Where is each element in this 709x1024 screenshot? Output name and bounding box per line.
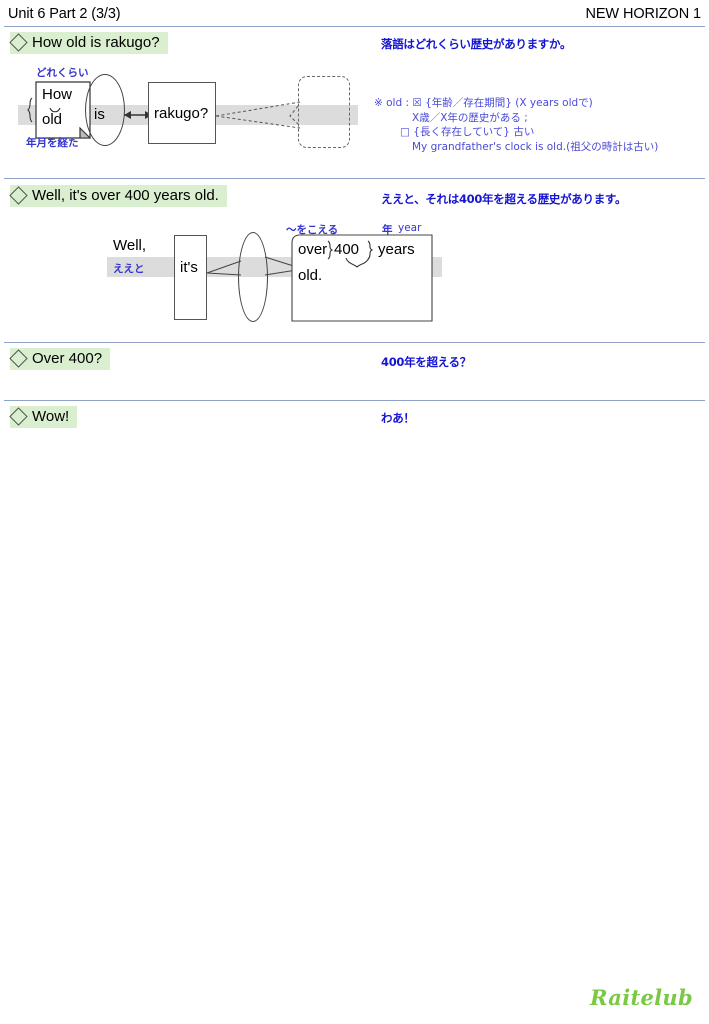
- verb-ellipse-1: [85, 74, 125, 146]
- section-heading-1: How old is rakugo?: [9, 32, 168, 54]
- diamond-icon: [9, 407, 28, 426]
- grammar-note-old: ※ old : ☒ {年齢／存在期間} (X years oldで) X歳／X年…: [374, 96, 658, 154]
- opener-well: Well,: [113, 237, 147, 254]
- connector-lines-left: [206, 260, 242, 276]
- predicate-old: old.: [298, 267, 323, 284]
- section-english-4: Wow!: [32, 408, 70, 425]
- subject-box-rakugo: [148, 82, 216, 144]
- how-old-callout-shape: [27, 81, 92, 139]
- subject-rakugo: rakugo?: [154, 105, 209, 122]
- predicate-over: over: [298, 241, 328, 258]
- predicate-400: 400: [334, 241, 360, 258]
- label-years-jp: 年: [382, 224, 393, 236]
- verb-box-its: [174, 235, 207, 320]
- section-japanese-3: 400年を超える？: [381, 355, 471, 369]
- predicate-box-shape: [291, 234, 433, 322]
- dashed-connector-lines: [215, 101, 301, 129]
- header-divider: [4, 26, 705, 27]
- brace-icon-years-under: [345, 257, 370, 268]
- verb-its: it's: [180, 259, 198, 276]
- site-logo: Raitelub: [590, 985, 693, 1010]
- callout-word-how: How: [42, 86, 73, 103]
- label-nengetsu: 年月を経た: [26, 137, 79, 149]
- sentence-diagram-1: How old どれくらい 年月を経た is rakugo?: [0, 60, 370, 165]
- section-heading-2: Well, it's over 400 years old.: [9, 185, 227, 207]
- callout-word-old: old: [42, 111, 63, 128]
- section-divider-3: [4, 342, 705, 343]
- section-japanese-4: わあ！: [381, 411, 415, 425]
- grammar-note-line-4: My grandfather's clock is old.(祖父の時計は古い): [412, 140, 659, 153]
- section-heading-4: Wow!: [9, 406, 78, 428]
- diamond-icon: [9, 186, 28, 205]
- sentence-diagram-2: Well, ええと it's over 400 years old. 〜をこえる…: [0, 215, 460, 325]
- header-unit-title: Unit 6 Part 2 (3/3): [8, 6, 121, 22]
- section-divider-2: [4, 178, 705, 179]
- label-wo-koeru: 〜をこえる: [286, 224, 339, 236]
- grammar-note-line-2: X歳／X年の歴史がある ;: [412, 111, 528, 124]
- section-heading-3: Over 400?: [9, 348, 111, 370]
- section-japanese-1: 落語はどれくらい歴史がありますか。: [381, 37, 572, 51]
- connector-ellipse-2: [238, 232, 268, 322]
- page-header: Unit 6 Part 2 (3/3) NEW HORIZON 1: [8, 6, 701, 28]
- section-english-1: How old is rakugo?: [32, 34, 160, 51]
- section-japanese-2: ええと、それは400年を超える歴史があります。: [381, 192, 627, 206]
- grammar-note-line-3: □ {長く存在していて} 古い: [400, 126, 535, 138]
- diamond-icon: [9, 33, 28, 52]
- section-english-2: Well, it's over 400 years old.: [32, 187, 219, 204]
- label-dorekurai: どれくらい: [36, 67, 89, 79]
- opener-japanese-eeto: ええと: [113, 263, 145, 275]
- brace-icon-400: [367, 240, 374, 260]
- predicate-years: years: [378, 241, 415, 258]
- brace-icon-over: [327, 240, 334, 260]
- section-divider-4: [4, 400, 705, 401]
- header-book-title: NEW HORIZON 1: [585, 6, 701, 22]
- label-years-en: year: [398, 222, 422, 234]
- grammar-note-line-1: ※ old : ☒ {年齢／存在期間} (X years oldで): [374, 97, 593, 109]
- section-english-3: Over 400?: [32, 350, 103, 367]
- diamond-icon: [9, 349, 28, 368]
- dashed-object-box: [298, 76, 350, 148]
- verb-is: is: [94, 106, 105, 123]
